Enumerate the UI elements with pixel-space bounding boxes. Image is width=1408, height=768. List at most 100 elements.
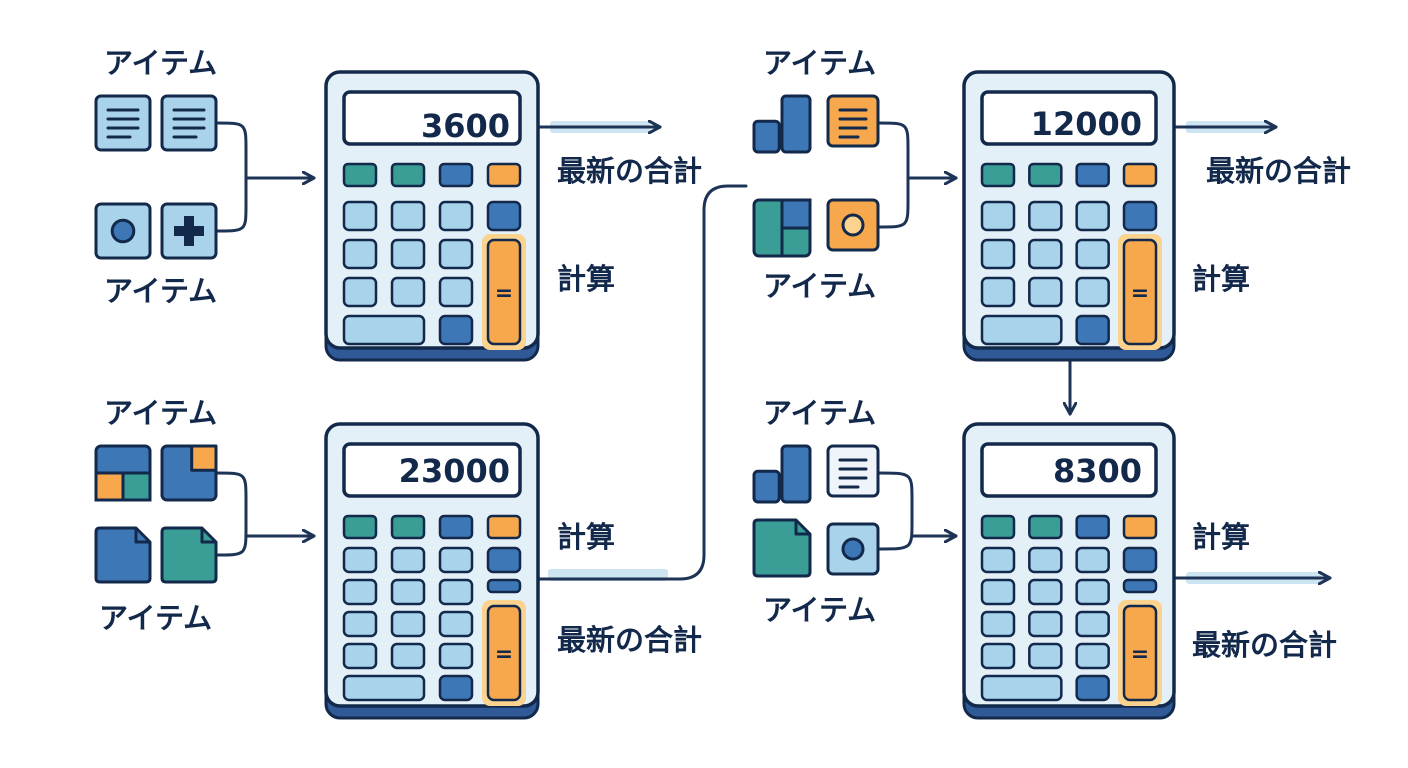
calculator-key	[438, 674, 474, 702]
calculator-key	[980, 578, 1016, 606]
equals-key	[1122, 238, 1158, 346]
document-icon	[160, 94, 218, 152]
calculator-key	[486, 200, 522, 232]
calculator-key	[1075, 200, 1110, 232]
equals-symbol: =	[1131, 642, 1149, 667]
bracket-connector-4	[876, 471, 914, 551]
calculator-key	[1075, 238, 1110, 270]
calculator-key	[1075, 642, 1110, 670]
file-icon	[160, 526, 218, 584]
document-icon	[826, 444, 880, 498]
calculator-display	[342, 442, 522, 498]
calculator-key	[390, 610, 426, 638]
calculator-key	[1028, 162, 1063, 188]
item-group-1-top-label: アイテム	[104, 46, 218, 80]
equals-symbol: =	[495, 642, 513, 667]
calculator-key	[1028, 276, 1063, 308]
calc-3-output-label: 最新の合計	[1206, 154, 1352, 188]
calculator-key	[438, 642, 474, 670]
calculator-key	[438, 578, 474, 606]
calculator-3: =	[962, 70, 1176, 362]
circle-icon	[94, 202, 152, 260]
calculator-key	[342, 610, 378, 638]
calculator-key-wide	[980, 314, 1063, 346]
item-group-2-top-label: アイテム	[104, 396, 218, 430]
calculator-key	[390, 514, 426, 540]
calc-1-action-label: 計算	[557, 262, 616, 296]
calculator-key	[980, 200, 1016, 232]
calculator-key	[342, 514, 378, 540]
calculator-key	[342, 276, 378, 308]
equals-symbol: =	[495, 281, 513, 306]
calculator-key	[438, 276, 474, 308]
calculator-key	[980, 238, 1016, 270]
item-group-2-bottom-label: アイテム	[99, 601, 213, 635]
calculator-key-wide	[342, 674, 426, 702]
calculator-key	[1028, 578, 1063, 606]
calculator-key	[980, 276, 1016, 308]
calculator-key	[1028, 546, 1063, 574]
calculator-key	[980, 546, 1016, 574]
calculator-key	[980, 642, 1016, 670]
calculator-key	[390, 276, 426, 308]
calculator-key	[1075, 546, 1110, 574]
bar-chart-icon	[752, 94, 812, 154]
calc-1-display-value: 3600	[420, 107, 510, 145]
calculator-key	[390, 578, 426, 606]
equals-symbol: =	[1131, 281, 1149, 306]
grid-icon	[94, 444, 152, 502]
calculator-key	[390, 200, 426, 232]
calculator-key	[438, 162, 474, 188]
calculator-key	[1122, 546, 1158, 574]
bracket-connector-3	[876, 121, 910, 229]
calculator-key	[438, 314, 474, 346]
item-group-3-top-label: アイテム	[763, 46, 877, 80]
calculator-key	[980, 514, 1016, 540]
calculator-key	[342, 578, 378, 606]
calculator-key-small	[1122, 578, 1158, 594]
calculator-key	[390, 546, 426, 574]
calculator-key	[1122, 200, 1158, 232]
calculator-key	[342, 162, 378, 188]
calculator-key	[390, 238, 426, 270]
calculator-key	[438, 610, 474, 638]
calculator-display	[980, 90, 1158, 146]
document-icon	[826, 94, 880, 148]
calculator-1: =	[324, 70, 540, 362]
calculator-key	[980, 610, 1016, 638]
item-icons	[94, 94, 880, 584]
calc-4-action-label: 計算	[1192, 520, 1251, 554]
calculator-key	[1028, 514, 1063, 540]
calc-2-action-label: 計算	[557, 520, 616, 554]
file-icon	[752, 518, 812, 578]
calculator-key	[1028, 642, 1063, 670]
calculator-display	[980, 442, 1158, 498]
calculator-key	[1075, 610, 1110, 638]
calculator-key	[1028, 238, 1063, 270]
calculator-key	[486, 162, 522, 188]
calculator-key	[438, 200, 474, 232]
calculator-key	[486, 514, 522, 540]
calculators: = = = =	[324, 70, 1176, 720]
calculator-key	[342, 238, 378, 270]
feed-line-calc2-to-group3	[536, 184, 748, 581]
calc-3-action-label: 計算	[1192, 262, 1251, 296]
calculator-key	[1075, 162, 1110, 188]
calculator-key	[1028, 610, 1063, 638]
equals-key	[1122, 604, 1158, 702]
calculator-2: =	[324, 422, 540, 720]
calc-4-display-value: 8300	[1052, 452, 1142, 490]
calculator-key	[1122, 514, 1158, 540]
calculator-key	[486, 546, 522, 574]
calculator-key	[1075, 674, 1110, 702]
calculator-key	[1075, 314, 1110, 346]
calc-2-display-value: 23000	[398, 452, 510, 490]
calculator-key	[1028, 200, 1063, 232]
calculator-key-wide	[342, 314, 426, 346]
calculator-key-small	[486, 578, 522, 594]
grid-icon	[752, 198, 812, 258]
document-icon	[94, 94, 152, 152]
calc-2-output-label: 最新の合計	[557, 623, 703, 657]
bracket-connector-1	[214, 121, 248, 233]
calculator-key	[390, 642, 426, 670]
